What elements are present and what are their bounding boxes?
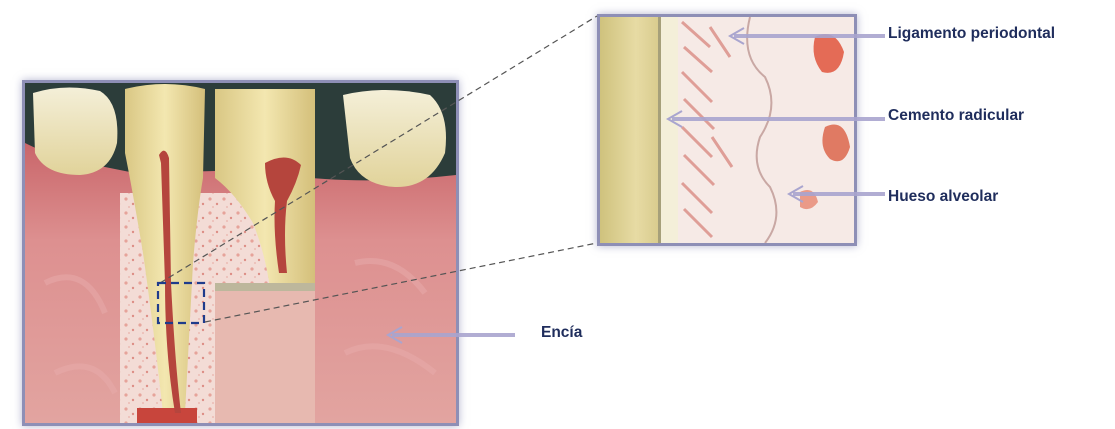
label-encia: Encía: [541, 324, 582, 342]
label-hueso-alveolar: Hueso alveolar: [888, 188, 998, 206]
periodontal-detail-illustration: [600, 17, 854, 243]
tooth-illustration: [25, 83, 456, 423]
tooth-cross-section-image: [22, 80, 459, 426]
label-ligamento-periodontal: Ligamento periodontal: [888, 25, 1055, 43]
label-cemento-radicular: Cemento radicular: [888, 107, 1024, 125]
zoomed-detail-image: [597, 14, 857, 246]
